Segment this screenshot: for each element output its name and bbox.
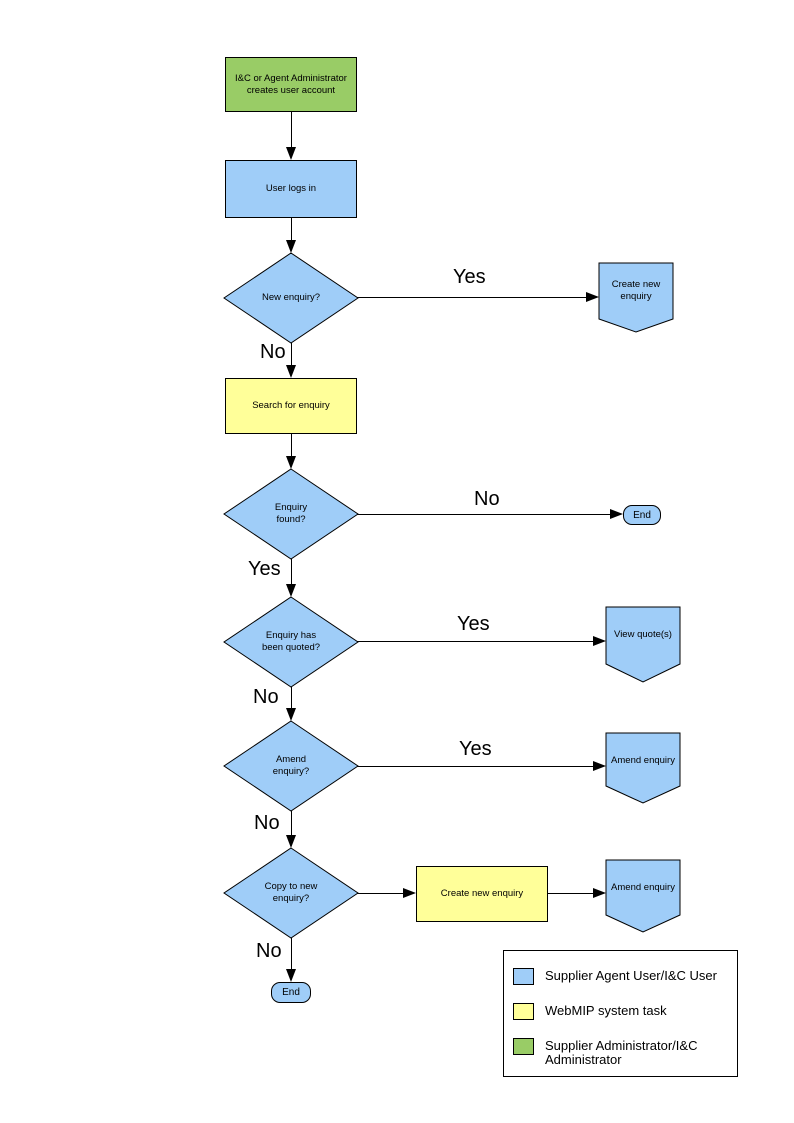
arrow-down-icon bbox=[286, 969, 296, 982]
arrow-down-icon bbox=[286, 240, 296, 253]
banner-shape-icon bbox=[606, 733, 680, 803]
decision-amend-enquiry: Amend enquiry? bbox=[224, 721, 358, 811]
node-end-bottom: End bbox=[271, 982, 311, 1003]
legend-label: WebMIP system task bbox=[545, 1003, 667, 1018]
arrow-right-icon bbox=[593, 761, 606, 771]
diamond-shape-icon bbox=[224, 848, 358, 938]
node-label: View quote(s) bbox=[614, 628, 672, 640]
node-amend-enquiry: Amend enquiry bbox=[606, 733, 680, 803]
legend-swatch-blue bbox=[513, 968, 534, 985]
banner-shape-icon bbox=[606, 860, 680, 932]
diamond-shape-icon bbox=[224, 597, 358, 687]
node-create-new-enquiry-bottom: Create new enquiry bbox=[416, 866, 548, 922]
edge-label-yes: Yes bbox=[452, 266, 487, 288]
connector-copy-no bbox=[291, 938, 292, 970]
node-create-new-enquiry: Create new enquiry bbox=[599, 263, 673, 332]
edge-label-yes: Yes bbox=[458, 738, 493, 760]
edge-label-yes: Yes bbox=[456, 613, 491, 635]
legend-item-agent-user: Supplier Agent User/I&C User bbox=[513, 968, 717, 985]
connector-found-yes bbox=[291, 559, 292, 585]
banner-shape-icon bbox=[599, 263, 673, 332]
node-label: Copy to new enquiry? bbox=[264, 881, 318, 904]
arrow-down-icon bbox=[286, 456, 296, 469]
arrow-right-icon bbox=[403, 888, 416, 898]
diamond-shape-icon bbox=[224, 469, 358, 559]
connector-login-to-new-enquiry bbox=[291, 218, 292, 242]
connector-found-no bbox=[357, 514, 611, 515]
node-search-for-enquiry: Search for enquiry bbox=[225, 378, 357, 434]
legend-label: Supplier Agent User/I&C User bbox=[545, 968, 717, 983]
arrow-right-icon bbox=[610, 509, 623, 519]
arrow-right-icon bbox=[593, 636, 606, 646]
diamond-shape-icon bbox=[224, 721, 358, 811]
node-label: Search for enquiry bbox=[252, 400, 330, 412]
decision-enquiry-found: Enquiry found? bbox=[224, 469, 358, 559]
node-label: Enquiry has been quoted? bbox=[261, 630, 321, 653]
node-user-logs-in: User logs in bbox=[225, 160, 357, 218]
edge-label-no: No bbox=[259, 341, 287, 363]
node-label: New enquiry? bbox=[261, 292, 321, 304]
node-label: Amend enquiry? bbox=[272, 754, 310, 777]
connector-new-enquiry-yes bbox=[357, 297, 587, 298]
arrow-right-icon bbox=[593, 888, 606, 898]
node-label: Create new enquiry bbox=[611, 278, 661, 302]
legend-swatch-yellow bbox=[513, 1003, 534, 1020]
node-label: Amend enquiry bbox=[611, 881, 675, 893]
node-create-user-account: I&C or Agent Administrator creates user … bbox=[225, 57, 357, 112]
arrow-down-icon bbox=[286, 835, 296, 848]
node-label: Create new enquiry bbox=[440, 888, 524, 900]
decision-enquiry-quoted: Enquiry has been quoted? bbox=[224, 597, 358, 687]
connector-copy-yes bbox=[357, 893, 404, 894]
banner-shape-icon bbox=[606, 607, 680, 682]
node-end-right: End bbox=[623, 505, 661, 525]
edge-label-no: No bbox=[252, 686, 280, 708]
arrow-down-icon bbox=[286, 584, 296, 597]
edge-label-no: No bbox=[253, 812, 281, 834]
edge-label-no: No bbox=[255, 940, 283, 962]
arrow-down-icon bbox=[286, 147, 296, 160]
node-label: User logs in bbox=[265, 183, 317, 195]
connector-quoted-no bbox=[291, 687, 292, 709]
connector-new-enquiry-no bbox=[291, 342, 292, 366]
connector-search-to-found bbox=[291, 434, 292, 457]
diamond-shape-icon bbox=[224, 253, 358, 343]
node-label: Enquiry found? bbox=[274, 502, 308, 525]
arrow-right-icon bbox=[586, 292, 599, 302]
legend: Supplier Agent User/I&C User WebMIP syst… bbox=[503, 950, 738, 1077]
decision-copy-to-new-enquiry: Copy to new enquiry? bbox=[224, 848, 358, 938]
legend-swatch-green bbox=[513, 1038, 534, 1055]
legend-item-system-task: WebMIP system task bbox=[513, 1003, 667, 1020]
edge-label-no: No bbox=[473, 488, 501, 510]
legend-item-administrator: Supplier Administrator/I&C Administrator bbox=[513, 1038, 697, 1068]
legend-label: Supplier Administrator/I&C Administrator bbox=[545, 1038, 698, 1068]
arrow-down-icon bbox=[286, 708, 296, 721]
edge-label-yes: Yes bbox=[247, 558, 282, 580]
connector-quoted-yes bbox=[357, 641, 594, 642]
connector-create-account-to-login bbox=[291, 112, 292, 148]
connector-create-to-amend bbox=[548, 893, 594, 894]
node-label: Amend enquiry bbox=[611, 754, 675, 766]
connector-amend-no bbox=[291, 811, 292, 836]
arrow-down-icon bbox=[286, 365, 296, 378]
connector-amend-yes bbox=[357, 766, 594, 767]
node-label: I&C or Agent Administrator creates user … bbox=[235, 72, 347, 96]
decision-new-enquiry: New enquiry? bbox=[224, 253, 358, 343]
node-view-quotes: View quote(s) bbox=[606, 607, 680, 682]
node-amend-enquiry-bottom: Amend enquiry bbox=[606, 860, 680, 932]
